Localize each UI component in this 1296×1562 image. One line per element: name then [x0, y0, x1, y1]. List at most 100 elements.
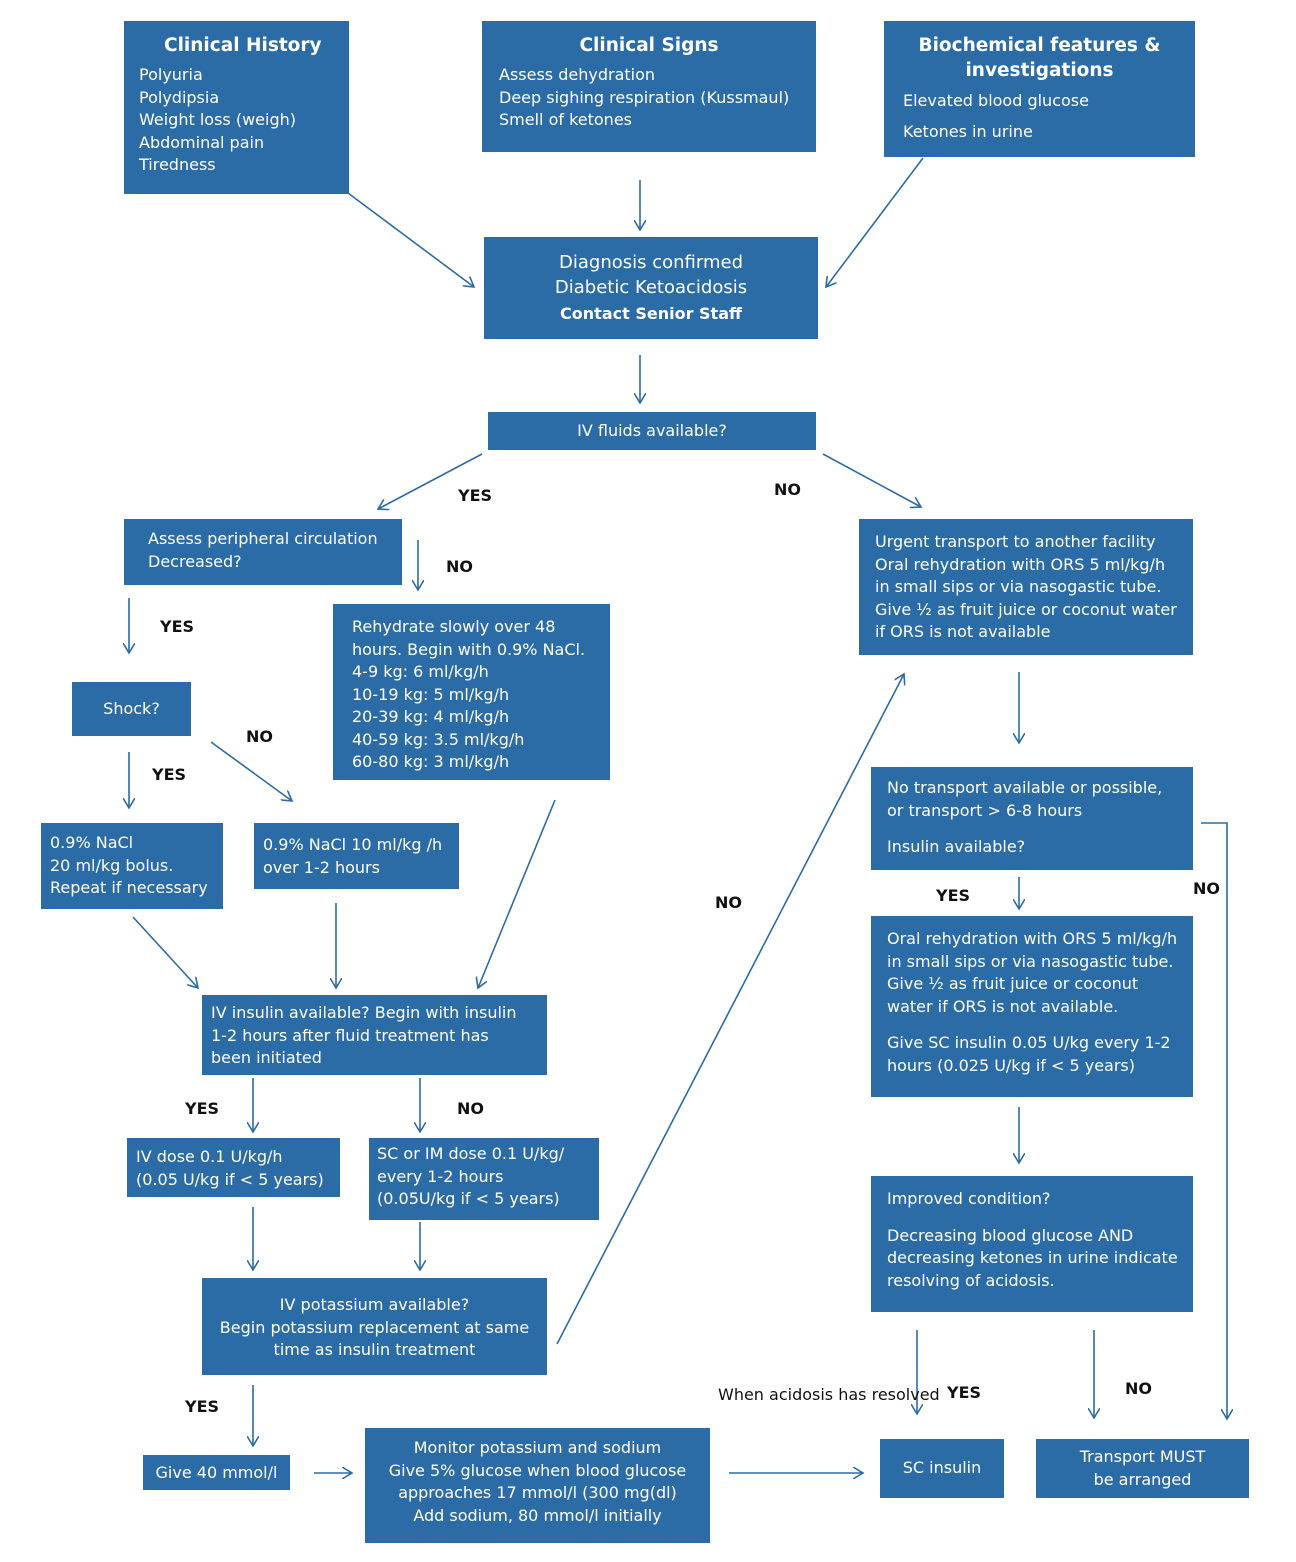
arrow-biochem-to-diagnosis [826, 157, 924, 287]
label-no-shock: NO [246, 727, 273, 746]
rehydrate-line: Rehydrate slowly over 48 [352, 617, 556, 636]
transport-must-line: be arranged [1093, 1469, 1192, 1489]
label-yes-improved: YES [947, 1383, 982, 1402]
acidosis-resolved-note: When acidosis has resolved [718, 1384, 940, 1406]
label-no-ivfluids: NO [774, 480, 801, 499]
biochemical-title: Biochemical features & [918, 35, 1161, 56]
arrow-ivfluids-yes [378, 453, 483, 509]
iv-fluids-question: IV fluids available? [577, 421, 727, 440]
arrow-bolus-to-ivinsulin [132, 916, 198, 988]
potassium-line: Begin potassium replacement at same [219, 1317, 530, 1337]
signs-line: Deep sighing respiration (Kussmaul) [499, 87, 790, 107]
rehydrate-line: hours. Begin with 0.9% NaCl. [352, 639, 586, 659]
nacl-10-line: 0.9% NaCl 10 ml/kg /h [263, 835, 443, 854]
bolus-line: 20 ml/kg bolus. [50, 855, 174, 875]
give-40-text: Give 40 mmol/l [155, 1463, 278, 1482]
monitor-box: Monitor potassium and sodium Give 5% glu… [365, 1428, 710, 1543]
improved-condition-box: Improved condition? Decreasing blood glu… [871, 1176, 1193, 1312]
circulation-line: Assess peripheral circulation [148, 529, 378, 548]
biochem-line: Ketones in urine [903, 121, 1033, 141]
oral-line: in small sips or via nasogastic tube. [887, 951, 1174, 971]
signs-line: Assess dehydration [499, 65, 656, 84]
potassium-line: time as insulin treatment [273, 1340, 476, 1359]
arrow-potassium-no-to-transport [556, 674, 904, 1345]
history-line: Polyuria [139, 65, 203, 84]
transport-line: in small sips or via nasogastic tube. [875, 577, 1162, 596]
iv-fluids-box: IV fluids available? [488, 412, 816, 450]
history-line: Tiredness [139, 155, 216, 174]
iv-dose-box: IV dose 0.1 U/kg/h (0.05 U/kg if < 5 yea… [127, 1138, 340, 1197]
arrow-history-to-diagnosis [347, 192, 474, 287]
biochemical-box: Biochemical features & investigations El… [884, 21, 1195, 157]
signs-line: Smell of ketones [499, 110, 632, 129]
sc-insulin-dose-line: Give SC insulin 0.05 U/kg every 1-2 [887, 1033, 1171, 1052]
oral-line: Oral rehydration with ORS 5 ml/kg/h [887, 929, 1178, 948]
oral-line: water if ORS is not available. [887, 996, 1119, 1016]
label-no-improved: NO [1125, 1379, 1152, 1398]
transport-line: Urgent transport to another facility [875, 532, 1156, 551]
insulin-available-question: Insulin available? [887, 837, 1026, 856]
improved-line: Decreasing blood glucose AND [887, 1225, 1134, 1245]
diagnosis-box: Diagnosis confirmed Diabetic Ketoacidosi… [484, 237, 818, 339]
bolus-line: 0.9% NaCl [50, 833, 134, 852]
improved-line: decreasing ketones in urine indicate [887, 1248, 1178, 1267]
label-no-ivinsulin: NO [457, 1099, 484, 1118]
sc-im-dose-box: SC or IM dose 0.1 U/kg/ every 1-2 hours … [369, 1138, 599, 1220]
sc-insulin-dose-line: hours (0.025 U/kg if < 5 years) [887, 1055, 1136, 1075]
clinical-signs-title: Clinical Signs [579, 35, 719, 56]
sc-im-dose-line: SC or IM dose 0.1 U/kg/ [377, 1144, 565, 1163]
label-no-insulin: NO [1193, 879, 1220, 898]
biochemical-title-2: investigations [965, 60, 1114, 81]
transport-line: Oral rehydration with ORS 5 ml/kg/h [875, 554, 1166, 574]
nacl-10-line: over 1-2 hours [263, 857, 380, 877]
spacer [887, 1018, 1193, 1032]
clinical-history-title: Clinical History [164, 35, 322, 56]
arrow-rehydrate-to-ivinsulin [478, 799, 556, 988]
bolus-box: 0.9% NaCl 20 ml/kg bolus. Repeat if nece… [41, 823, 223, 909]
sc-insulin-box: SC insulin [880, 1439, 1004, 1498]
acidosis-note-line: has resolved [838, 1385, 940, 1404]
iv-insulin-box: IV insulin available? Begin with insulin… [202, 995, 547, 1075]
transport-must-box: Transport MUST be arranged [1036, 1439, 1249, 1498]
iv-dose-line: (0.05 U/kg if < 5 years) [136, 1169, 324, 1189]
monitor-line: Add sodium, 80 mmol/l initially [413, 1505, 662, 1525]
rehydrate-line: 4-9 kg: 6 ml/kg/h [352, 662, 489, 681]
sc-im-dose-line: every 1-2 hours [377, 1166, 504, 1186]
iv-insulin-line: IV insulin available? Begin with insulin [211, 1003, 517, 1022]
urgent-transport-box: Urgent transport to another facility Ora… [859, 519, 1193, 655]
history-line: Abdominal pain [139, 132, 265, 152]
transport-line: Give ½ as fruit juice or coconut water [875, 599, 1177, 619]
clinical-history-box: Clinical History Polyuria Polydipsia Wei… [124, 21, 349, 194]
label-no-circulation: NO [446, 557, 473, 576]
diagnosis-line: Diagnosis confirmed [559, 252, 743, 273]
arrow-insulin-no-to-transport-must [1201, 822, 1227, 1419]
sc-insulin-text: SC insulin [902, 1458, 982, 1477]
contact-senior-staff: Contact Senior Staff [560, 304, 742, 323]
monitor-line: Monitor potassium and sodium [413, 1438, 662, 1457]
nacl-10-box: 0.9% NaCl 10 ml/kg /h over 1-2 hours [254, 823, 459, 889]
diagnosis-line: Diabetic Ketoacidosis [554, 277, 748, 298]
label-yes-ivfluids: YES [458, 486, 493, 505]
arrow-shock-no [210, 741, 292, 801]
oral-line: Give ½ as fruit juice or coconut [887, 974, 1139, 993]
label-yes-circulation: YES [160, 617, 195, 636]
rehydrate-line: 20-39 kg: 4 ml/kg/h [352, 707, 510, 726]
improved-question: Improved condition? [887, 1189, 1051, 1208]
label-yes-shock: YES [152, 765, 187, 784]
oral-sc-insulin-box: Oral rehydration with ORS 5 ml/kg/h in s… [871, 916, 1193, 1097]
no-transport-box: No transport available or possible, or t… [871, 767, 1193, 870]
iv-insulin-line: 1-2 hours after fluid treatment has [211, 1025, 489, 1045]
transport-line: if ORS is not available [875, 622, 1051, 641]
history-line: Weight loss (weigh) [139, 110, 296, 129]
rehydrate-line: 60-80 kg: 3 ml/kg/h [352, 752, 510, 771]
no-transport-line: No transport available or possible, [887, 778, 1163, 797]
iv-dose-line: IV dose 0.1 U/kg/h [136, 1147, 283, 1166]
potassium-line: IV potassium available? [279, 1295, 470, 1314]
monitor-line: approaches 17 mmol/l (300 mg(dl) [398, 1483, 677, 1502]
monitor-line: Give 5% glucose when blood glucose [388, 1460, 687, 1480]
shock-question: Shock? [103, 699, 160, 718]
sc-im-dose-line: (0.05U/kg if < 5 years) [377, 1189, 560, 1208]
clinical-signs-box: Clinical Signs Assess dehydration Deep s… [482, 21, 816, 152]
rehydrate-line: 10-19 kg: 5 ml/kg/h [352, 684, 510, 704]
